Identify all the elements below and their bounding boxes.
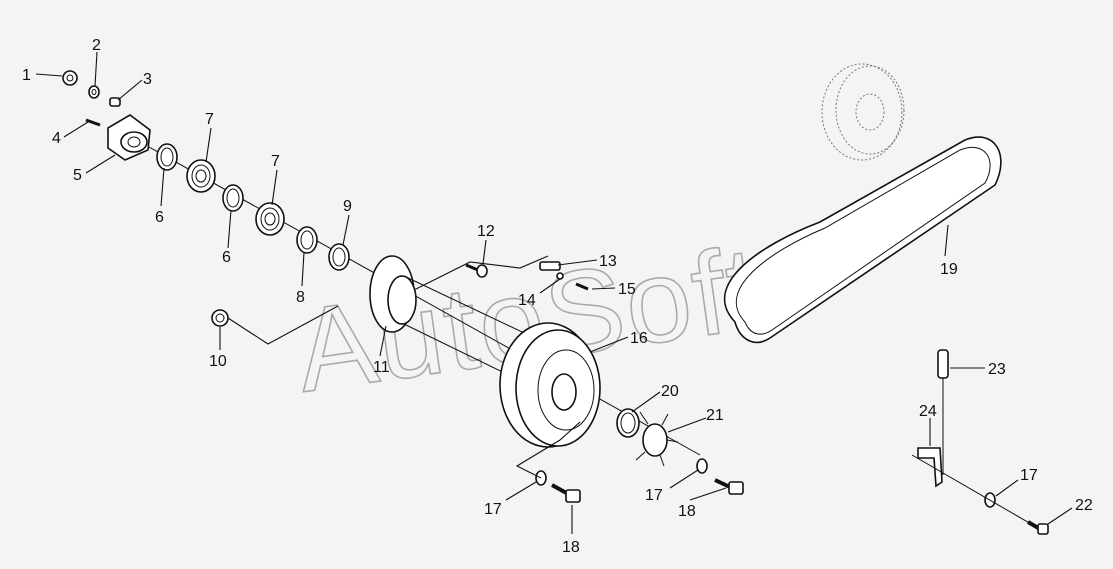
part-5-housing	[107, 114, 151, 161]
part-23-fitting	[937, 349, 949, 475]
label-3: 3	[143, 71, 152, 88]
part-3-spacer	[109, 97, 121, 107]
part-18-bolt-a	[551, 483, 581, 503]
label-6-a: 6	[155, 209, 164, 226]
label-17-b: 17	[645, 487, 663, 504]
label-6-b: 6	[222, 249, 231, 266]
label-10: 10	[209, 353, 227, 370]
part-6-ring-a	[156, 143, 178, 171]
label-20: 20	[661, 383, 679, 400]
label-4: 4	[52, 130, 61, 147]
leader-connector-13	[413, 255, 549, 291]
part-18-bolt-b	[714, 478, 744, 495]
part-21-fan	[635, 411, 679, 467]
label-13: 13	[599, 253, 617, 270]
part-7-bearing-b	[255, 202, 285, 236]
part-4-pin	[85, 118, 101, 127]
label-21: 21	[706, 407, 724, 424]
label-17-c: 17	[1020, 467, 1038, 484]
part-6-ring-b	[222, 184, 244, 212]
label-24: 24	[919, 403, 937, 420]
part-7-bearing-a	[186, 159, 216, 193]
part-2-washer	[88, 85, 100, 99]
reference-pulley-outline	[821, 63, 905, 161]
part-17-washer-b	[696, 458, 708, 474]
label-15: 15	[618, 281, 636, 298]
label-12: 12	[477, 223, 495, 240]
label-19: 19	[940, 261, 958, 278]
part-11-hub-flange	[369, 255, 561, 401]
part-14-bolt	[556, 272, 564, 280]
label-17-a: 17	[484, 501, 502, 518]
part-19-belt	[723, 136, 1002, 344]
label-9: 9	[343, 198, 352, 215]
part-22-bolt	[1026, 520, 1049, 535]
label-7-a: 7	[205, 111, 214, 128]
part-16-pulley	[499, 322, 601, 448]
label-8: 8	[296, 289, 305, 306]
label-14: 14	[518, 292, 536, 309]
part-10-nut	[211, 309, 229, 327]
part-12-screw	[465, 263, 488, 278]
label-11: 11	[373, 359, 390, 376]
leader-connector-10	[227, 305, 339, 345]
label-18-b: 18	[678, 503, 696, 520]
label-1: 1	[22, 67, 31, 84]
leader-lines	[35, 51, 1073, 534]
part-1-nut	[62, 70, 78, 86]
label-2: 2	[92, 37, 101, 54]
label-23: 23	[988, 361, 1006, 378]
label-22: 22	[1075, 497, 1093, 514]
label-16: 16	[630, 330, 648, 347]
part-8-ring	[296, 226, 318, 254]
label-7-b: 7	[271, 153, 280, 170]
part-20-ring	[616, 408, 640, 438]
label-18-a: 18	[562, 539, 580, 556]
part-24-bracket	[911, 447, 1039, 529]
label-5: 5	[73, 167, 82, 184]
leader-connector-17	[515, 421, 581, 479]
part-9-ring	[328, 243, 350, 271]
part-13-clip	[539, 261, 561, 271]
part-15-screw	[575, 282, 589, 291]
